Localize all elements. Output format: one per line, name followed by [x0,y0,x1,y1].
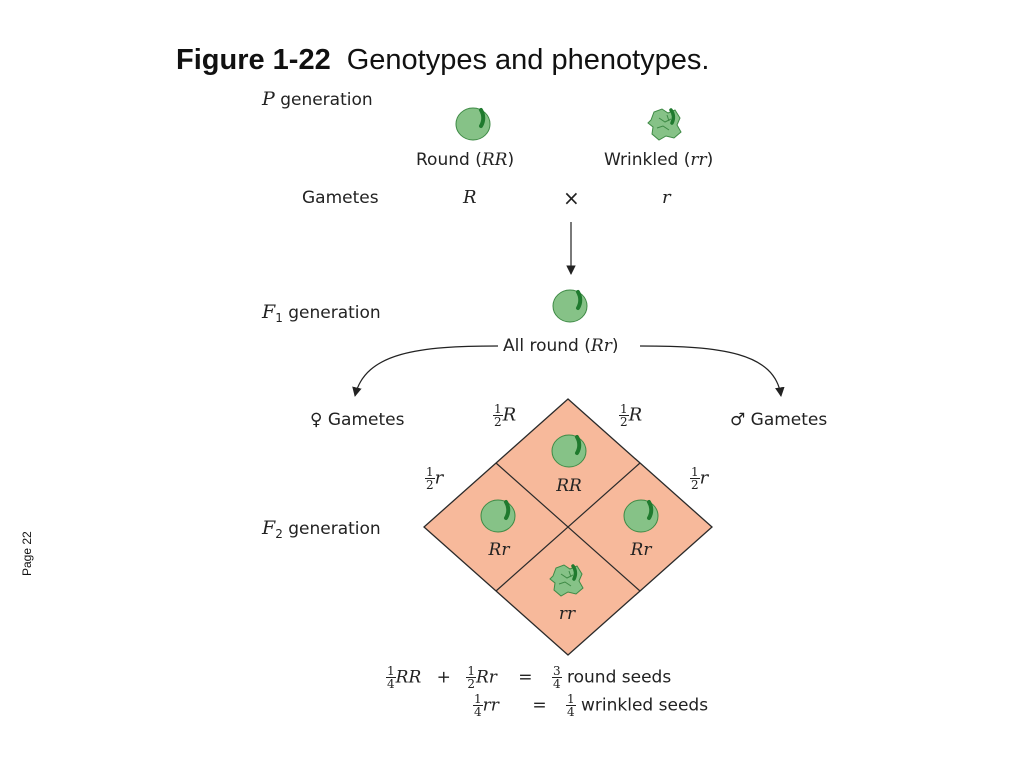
p-generation-label: P generation [262,88,373,110]
f1-letter: F [262,301,276,323]
figure-caption: Genotypes and phenotypes. [346,44,710,76]
punnett-divider [495,462,641,592]
male-symbol-icon: ♂ [730,410,746,430]
allele-dominant: R [628,404,643,426]
male-gametes-text: Gametes [750,410,828,430]
f1-generation-label: F1 generation [262,301,381,325]
cell-rr-top-seed-icon [550,433,588,469]
f2-subscript: 2 [275,527,283,541]
genotype-a: rr [482,695,499,716]
parent-round-label: Round (RR) [416,150,515,170]
parent-round-text: Round [416,150,470,170]
cell-left-genotype: Rr [488,540,511,560]
wrinkled-seeds-label: wrinkled seeds [581,695,709,716]
allele-recessive: r [434,467,444,489]
cell-right-genotype: Rr [630,540,653,560]
figure-number: Figure 1-22 [176,44,331,76]
f1-generation-text: generation [288,303,381,323]
f2-generation-label: F2 generation [262,517,381,541]
male-gametes-label: ♂ Gametes [730,410,827,430]
p-gametes-label: Gametes [302,188,379,208]
f2-generation-text: generation [288,519,381,539]
genotype-b: Rr [475,667,497,688]
female-gametes-text: Gametes [327,410,405,430]
cell-rr-right-seed-icon [622,498,660,534]
female-gametes-label: ♀ Gametes [310,410,404,430]
male-gametes-arrow [639,345,785,397]
cross-symbol: × [563,186,580,210]
female-gametes-arrow [352,345,499,397]
allele-dominant: R [502,404,517,426]
wrinkled-seed-icon [646,107,683,142]
equals-sign: = [518,667,533,688]
round-seed-icon [454,106,492,142]
cell-rr-bottom-seed-icon [548,563,585,598]
gamete-round: R [463,187,477,208]
f1-offspring-text: All round [503,336,579,356]
cell-bottom-genotype: rr [559,604,576,624]
parent-wrinkled-label: Wrinkled (rr) [604,150,714,170]
parent-wrinkled-text: Wrinkled [604,150,679,170]
plus-sign: + [436,667,451,688]
f1-round-seed-icon [551,288,589,324]
genotype-a: RR [395,667,422,688]
p-letter: P [262,88,275,110]
cell-rr-left-seed-icon [479,498,517,534]
female-symbol-icon: ♀ [310,410,323,430]
f1-offspring-label: All round (Rr) [503,336,619,356]
round-seeds-label: round seeds [567,667,672,688]
gamete-wrinkled: r [662,187,671,208]
f1-offspring-genotype: Rr [590,336,612,356]
p-generation-text: generation [280,90,373,110]
allele-recessive: r [699,467,709,489]
f2-letter: F [262,517,276,539]
figure-title: Figure 1-22 Genotypes and phenotypes. [176,44,710,77]
f1-subscript: 1 [275,311,283,325]
cell-top-genotype: RR [555,476,582,496]
parent-wrinkled-genotype: rr [690,150,707,170]
equals-sign: = [532,695,547,716]
parent-round-genotype: RR [481,150,508,170]
